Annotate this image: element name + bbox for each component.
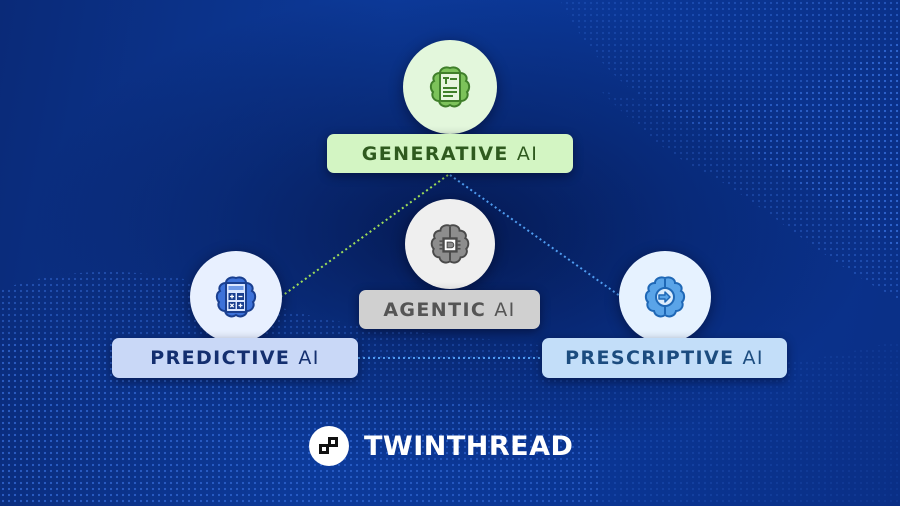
prescriptive-ai-label: PRESCRIPTIVE AI bbox=[542, 338, 787, 378]
agentic-label-light: AI bbox=[494, 298, 516, 321]
prescriptive-icon-circle bbox=[619, 251, 711, 343]
brain-calculator-icon bbox=[215, 276, 257, 318]
brain-chip-icon bbox=[430, 224, 470, 264]
connector-generative-predictive bbox=[281, 174, 449, 297]
generative-label-light: AI bbox=[516, 142, 539, 165]
generative-icon-circle bbox=[403, 40, 497, 134]
twinthread-logo-icon bbox=[309, 426, 349, 466]
generative-label-bold: GENERATIVE bbox=[361, 142, 509, 165]
brand-name: TWINTHREAD bbox=[364, 430, 574, 462]
brain-arrow-icon bbox=[644, 276, 686, 318]
generative-ai-label: GENERATIVE AI bbox=[327, 134, 573, 173]
agentic-icon-circle bbox=[405, 199, 495, 289]
brain-document-icon bbox=[429, 66, 471, 108]
twinthread-logo: TWINTHREAD bbox=[309, 426, 573, 466]
predictive-icon-circle bbox=[190, 251, 282, 343]
prescriptive-label-bold: PRESCRIPTIVE bbox=[565, 347, 735, 369]
agentic-label-bold: AGENTIC bbox=[383, 298, 487, 321]
predictive-label-light: AI bbox=[298, 347, 320, 369]
predictive-label-bold: PREDICTIVE bbox=[150, 347, 291, 369]
agentic-ai-label: AGENTIC AI bbox=[359, 290, 540, 329]
predictive-ai-label: PREDICTIVE AI bbox=[112, 338, 358, 378]
prescriptive-label-light: AI bbox=[742, 347, 764, 369]
